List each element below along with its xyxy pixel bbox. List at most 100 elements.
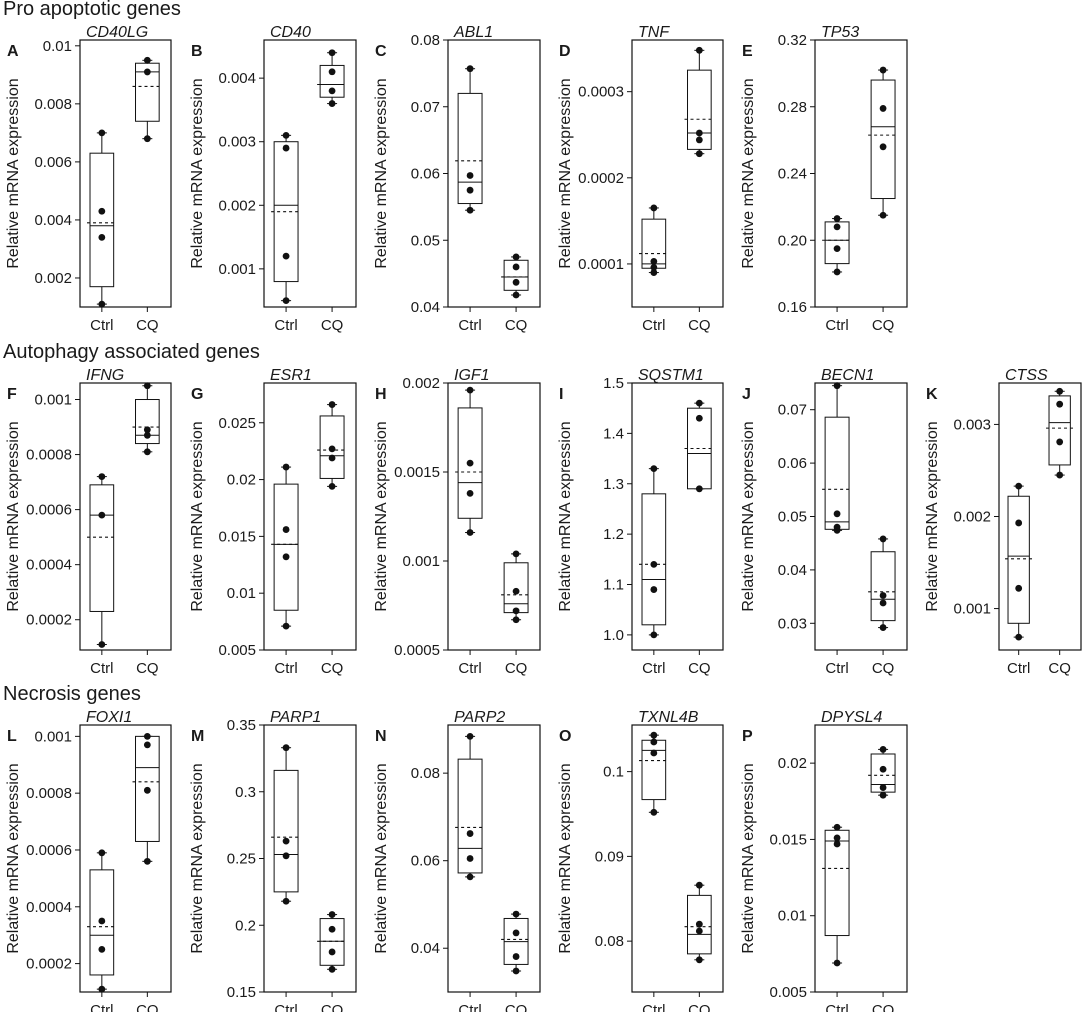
- data-point: [512, 278, 520, 286]
- box-group-cq: [501, 253, 532, 299]
- box-group-cq: [868, 746, 899, 799]
- gene-title: TP53: [821, 24, 859, 41]
- data-point: [695, 927, 703, 935]
- y-tick-label: 0.07: [411, 99, 440, 116]
- data-point: [328, 925, 336, 933]
- y-tick-label: 0.002: [218, 197, 256, 214]
- box-group-cq: [868, 535, 899, 631]
- data-point: [650, 263, 658, 271]
- panel-letter: K: [926, 386, 938, 403]
- panel-frame: [631, 39, 724, 308]
- y-tick-label: 0.0008: [26, 785, 72, 802]
- data-point: [282, 144, 290, 152]
- y-tick-label: 0.002: [402, 375, 440, 392]
- data-point: [466, 65, 474, 73]
- y-tick-label: 0.0015: [394, 464, 440, 481]
- y-tick-label: 0.0002: [26, 612, 72, 629]
- x-label-cq: CQ: [321, 660, 344, 677]
- data-point: [879, 592, 887, 599]
- data-point: [1056, 471, 1064, 479]
- x-label-ctrl: Ctrl: [642, 660, 665, 677]
- y-tick-label: 1.2: [603, 526, 624, 543]
- data-point: [650, 731, 658, 739]
- data-point: [695, 881, 703, 889]
- data-point: [695, 129, 703, 137]
- data-point: [833, 523, 841, 531]
- box-iqr: [319, 918, 345, 966]
- data-point: [328, 454, 336, 462]
- x-label-ctrl: Ctrl: [825, 660, 848, 677]
- data-point: [466, 855, 474, 862]
- data-point: [879, 535, 887, 543]
- data-point: [879, 66, 887, 74]
- y-tick-label: 0.004: [218, 70, 256, 87]
- data-point: [466, 206, 474, 214]
- gene-title: CTSS: [1005, 367, 1048, 384]
- data-point: [833, 959, 841, 967]
- data-point: [650, 738, 658, 746]
- box-group-cq: [684, 881, 715, 964]
- x-label-cq: CQ: [872, 317, 895, 334]
- data-point: [879, 105, 887, 112]
- x-label-cq: CQ: [688, 660, 711, 677]
- y-axis-label: Relative mRNA expression: [557, 78, 574, 268]
- y-tick-label: 0.0005: [394, 642, 440, 659]
- data-point: [143, 68, 151, 76]
- data-point: [650, 749, 658, 757]
- box-iqr: [457, 758, 483, 874]
- box-group-cq: [317, 401, 348, 490]
- y-tick-label: 1.4: [603, 425, 624, 442]
- box-iqr: [1007, 495, 1030, 624]
- data-point: [98, 129, 106, 137]
- panel-frame: [263, 39, 357, 308]
- x-label-cq: CQ: [688, 317, 711, 334]
- panel-letter: G: [191, 386, 203, 403]
- data-point: [695, 399, 703, 407]
- data-point: [512, 607, 520, 615]
- box-iqr: [503, 562, 529, 614]
- data-point: [98, 849, 106, 857]
- x-label-cq: CQ: [321, 317, 344, 334]
- box-iqr: [641, 493, 667, 626]
- box-iqr: [273, 483, 299, 611]
- box-group-ctrl: [822, 215, 853, 276]
- x-label-ctrl: Ctrl: [458, 660, 481, 677]
- y-axis-label: Relative mRNA expression: [373, 78, 390, 268]
- y-tick-label: 0.08: [411, 765, 440, 782]
- x-label-ctrl: Ctrl: [642, 317, 665, 334]
- y-tick-label: 0.0008: [26, 447, 72, 464]
- data-point: [650, 269, 658, 276]
- x-label-ctrl: Ctrl: [825, 1002, 848, 1012]
- data-point: [833, 245, 841, 252]
- box-group-cq: [317, 911, 348, 973]
- y-tick-label: 0.06: [411, 853, 440, 870]
- x-label-cq: CQ: [1048, 660, 1071, 677]
- data-point: [143, 382, 151, 390]
- box-iqr: [870, 79, 896, 200]
- data-point: [1015, 482, 1023, 490]
- box-group-cq: [684, 46, 715, 158]
- y-tick-label: 0.004: [34, 212, 72, 229]
- box-group-cq: [132, 732, 163, 865]
- data-point: [282, 131, 290, 139]
- data-point: [879, 746, 887, 753]
- data-point: [282, 852, 290, 860]
- data-point: [833, 510, 841, 518]
- y-tick-label: 0.001: [34, 392, 72, 409]
- data-point: [833, 215, 841, 222]
- data-point: [879, 784, 887, 791]
- data-point: [466, 186, 474, 194]
- data-point: [650, 631, 658, 639]
- data-point: [650, 204, 658, 212]
- y-tick-label: 0.0004: [26, 899, 72, 916]
- y-tick-label: 0.16: [778, 299, 807, 316]
- data-point: [328, 911, 336, 918]
- data-point: [143, 56, 151, 64]
- data-point: [282, 744, 290, 752]
- x-label-ctrl: Ctrl: [458, 1002, 481, 1012]
